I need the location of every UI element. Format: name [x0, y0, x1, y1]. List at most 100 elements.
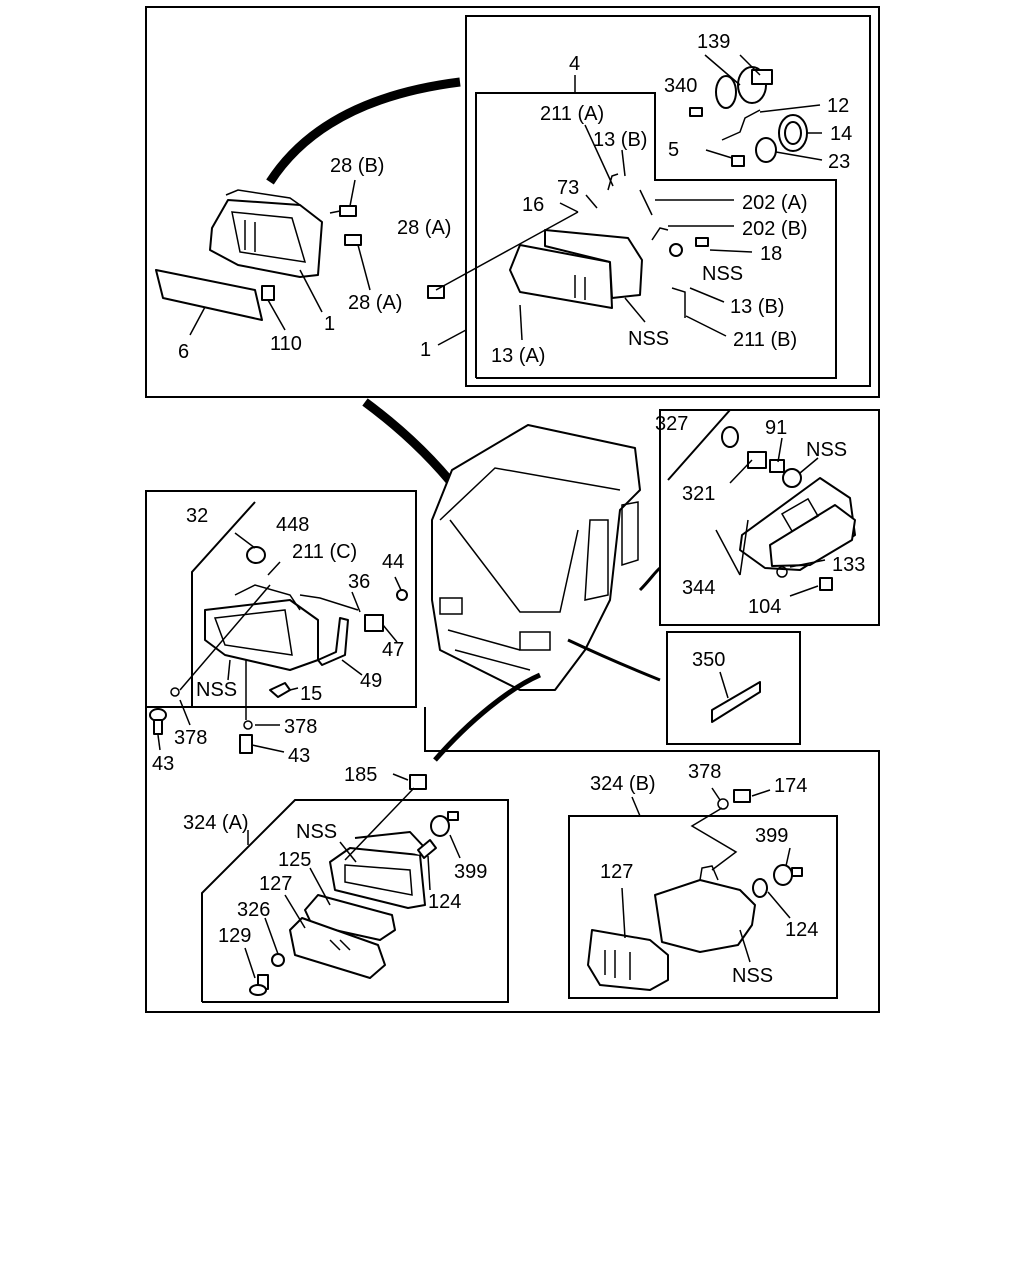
clip-185: [409, 774, 427, 790]
callout-16: 16: [522, 194, 544, 216]
callout-6: 6: [178, 341, 189, 363]
clip-133: [776, 566, 788, 578]
screw-174: [733, 789, 751, 803]
socket-399-b: [773, 864, 803, 886]
headlamp-inset-frame: [465, 15, 871, 387]
bulb-124-a: [417, 839, 437, 859]
callout-185: 185: [344, 764, 377, 786]
bulb-15: [269, 682, 291, 698]
callout-28a-mid: 28 (A): [397, 217, 451, 239]
side-lamp-leaders: [715, 437, 826, 597]
callout-326: 326: [237, 899, 270, 921]
lower-panel-frame: [145, 707, 880, 1013]
callout-labels: 139 340 4 211 (A) 13 (B) 12 14 5 23 73 1…: [152, 31, 865, 987]
fog-swoosh-arc: [433, 672, 541, 762]
fog-lamp-leaders: [157, 532, 402, 753]
spring-202a: [639, 189, 653, 216]
gasket-nss-c: [782, 468, 802, 488]
callout-340: 340: [664, 75, 697, 97]
screw-43-bottom: [239, 734, 253, 754]
callout-378-a: 378: [284, 716, 317, 738]
socket-321: [721, 426, 767, 469]
nut-44: [396, 589, 408, 601]
callout-13a: 13 (A): [491, 345, 545, 367]
callout-32: 32: [186, 505, 208, 527]
callout-nss-d: NSS: [196, 679, 237, 701]
wire-36: [299, 594, 359, 611]
callout-350: 350: [692, 649, 725, 671]
callout-23: 23: [828, 151, 850, 173]
callout-49: 49: [360, 670, 382, 692]
fog-lamp-panel-frame: [145, 490, 417, 708]
bulb-5: [731, 155, 745, 167]
callout-1-a: 1: [324, 313, 335, 335]
bulb-91: [769, 459, 785, 473]
fog-lamp-panel: [145, 490, 417, 754]
callout-174: 174: [774, 775, 807, 797]
headlamp-swoosh-arc: [266, 77, 461, 185]
headlamp-housing: [209, 189, 323, 278]
callout-1-b: 1: [420, 339, 431, 361]
bulb-124-b: [752, 878, 768, 898]
washer-326: [271, 953, 285, 967]
screw-28a-mid: [427, 285, 445, 299]
screw-129: [249, 974, 269, 996]
callout-129: 129: [218, 925, 251, 947]
screw-104: [819, 577, 833, 591]
callout-327: 327: [655, 413, 688, 435]
headlamp-panel: [145, 6, 880, 398]
callout-18: 18: [760, 243, 782, 265]
lower-panel: [145, 707, 880, 1013]
callout-125: 125: [278, 849, 311, 871]
callout-378-b: 378: [174, 727, 207, 749]
callout-448: 448: [276, 514, 309, 536]
callout-91: 91: [765, 417, 787, 439]
wire-12: [721, 109, 761, 141]
callout-133: 133: [832, 554, 865, 576]
callout-399-b: 399: [755, 825, 788, 847]
callout-124-a: 124: [428, 891, 461, 913]
fog-lamp-body: [204, 584, 319, 671]
callout-43-a: 43: [288, 745, 310, 767]
screw-28b: [329, 205, 357, 217]
callout-321: 321: [682, 483, 715, 505]
callout-14: 14: [830, 123, 852, 145]
callout-202a: 202 (A): [742, 192, 808, 214]
callout-399-a: 399: [454, 861, 487, 883]
callout-nss-f: NSS: [732, 965, 773, 987]
headlamp-panel-frame: [145, 6, 880, 398]
screw-28a-left: [344, 234, 362, 246]
headlamp-bezel-bar: [155, 269, 263, 321]
bulb-socket-139: [715, 66, 773, 109]
callout-124-b: 124: [785, 919, 818, 941]
callout-28b: 28 (B): [330, 155, 384, 177]
callout-13b-top: 13 (B): [593, 129, 647, 151]
callout-378-c: 378: [688, 761, 721, 783]
reflector-panel: [666, 631, 801, 745]
nut-18: [669, 237, 709, 257]
headlamp-leaders: [189, 54, 823, 346]
callout-104: 104: [748, 596, 781, 618]
bracket-211b: [671, 287, 686, 318]
callout-13b-low: 13 (B): [730, 296, 784, 318]
washer-378-b: [717, 798, 729, 810]
side-lamp-panel: [659, 409, 880, 626]
bulb-subpanel-frame: [475, 92, 837, 379]
screw-340: [689, 107, 703, 117]
callout-15: 15: [300, 683, 322, 705]
callout-36: 36: [348, 571, 370, 593]
callout-nss-b: NSS: [628, 328, 669, 350]
clearance-lamp-b-frame: [568, 815, 838, 999]
callout-211b: 211 (B): [733, 329, 797, 351]
washer-378-left: [170, 687, 180, 697]
callout-12: 12: [827, 95, 849, 117]
bracket-211a: [607, 173, 619, 191]
callout-44: 44: [382, 551, 404, 573]
bracket-49: [317, 617, 349, 666]
callout-211a: 211 (A): [540, 103, 604, 125]
callout-nss-c: NSS: [806, 439, 847, 461]
callout-127-a: 127: [259, 873, 292, 895]
callout-47: 47: [382, 639, 404, 661]
callout-202b: 202 (B): [742, 218, 808, 240]
connector-47: [364, 614, 384, 632]
